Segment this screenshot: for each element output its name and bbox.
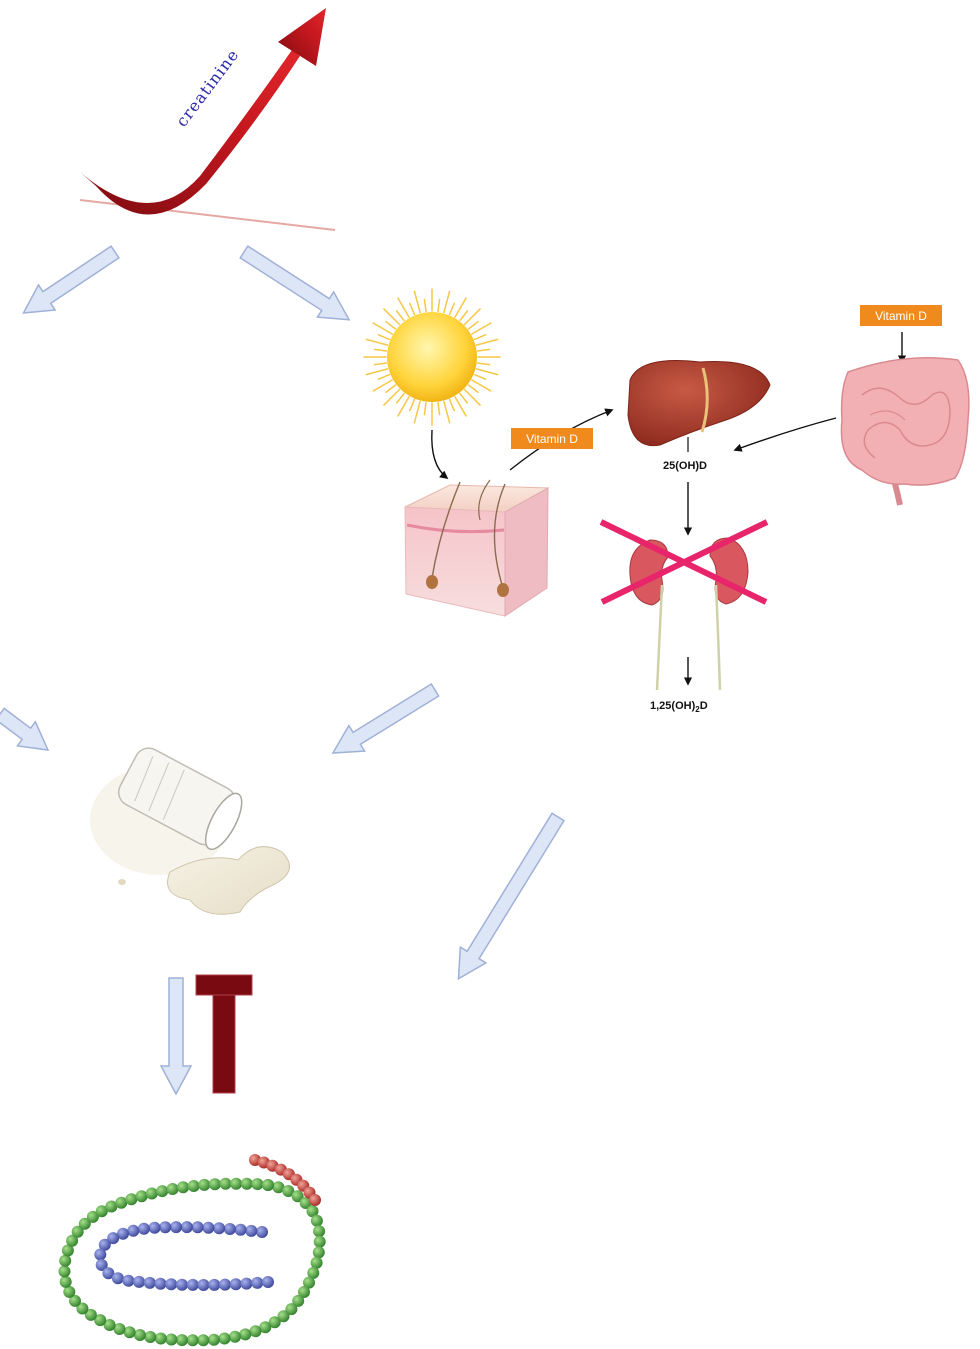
protein-bead bbox=[219, 1279, 231, 1291]
protein-bead bbox=[241, 1178, 253, 1190]
protein-bead bbox=[165, 1334, 177, 1346]
protein-bead bbox=[314, 1236, 326, 1248]
protein-chain-icon bbox=[59, 1154, 326, 1346]
creatinine-label: creatinine bbox=[172, 45, 243, 130]
flow-arrow-vitd-to-milk bbox=[325, 677, 443, 766]
protein-bead bbox=[202, 1222, 214, 1234]
protein-bead bbox=[309, 1194, 321, 1206]
protein-bead bbox=[198, 1179, 210, 1191]
protein-bead bbox=[136, 1190, 148, 1202]
protein-bead bbox=[241, 1278, 253, 1290]
protein-bead bbox=[159, 1221, 171, 1233]
protein-bead bbox=[59, 1265, 71, 1277]
protein-bead bbox=[220, 1178, 232, 1190]
protein-bead bbox=[170, 1221, 182, 1233]
metabolite-125oh2d: 1,25(OH)2D bbox=[650, 700, 708, 714]
protein-bead bbox=[155, 1278, 167, 1290]
protein-bead bbox=[251, 1178, 263, 1190]
protein-bead bbox=[198, 1279, 210, 1291]
protein-bead bbox=[176, 1279, 188, 1291]
protein-bead bbox=[188, 1180, 200, 1192]
protein-bead bbox=[122, 1275, 134, 1287]
flow-arrow-left-to-milk bbox=[0, 702, 57, 762]
flow-arrow-to-lower-right bbox=[446, 809, 571, 987]
protein-bead bbox=[213, 1222, 225, 1234]
svg-text:Vitamin D: Vitamin D bbox=[875, 309, 927, 323]
flow-arrow-to-right bbox=[236, 239, 357, 332]
intestine-icon bbox=[841, 358, 968, 505]
protein-bead bbox=[127, 1225, 139, 1237]
protein-bead bbox=[219, 1333, 231, 1345]
protein-bead bbox=[208, 1279, 220, 1291]
protein-bead bbox=[60, 1276, 72, 1288]
protein-bead bbox=[156, 1185, 168, 1197]
protein-bead bbox=[187, 1334, 199, 1346]
protein-bead bbox=[181, 1221, 193, 1233]
protein-bead bbox=[144, 1277, 156, 1289]
protein-bead bbox=[187, 1279, 199, 1291]
protein-bead bbox=[230, 1278, 242, 1290]
metabolite-25ohd: 25(OH)D bbox=[663, 460, 707, 472]
protein-bead bbox=[245, 1225, 257, 1237]
protein-bead bbox=[133, 1276, 145, 1288]
protein-bead bbox=[230, 1178, 242, 1190]
sun-icon bbox=[364, 289, 500, 425]
protein-bead bbox=[176, 1334, 188, 1346]
sun-to-skin-arrow bbox=[432, 430, 447, 478]
protein-bead bbox=[134, 1329, 146, 1341]
protein-bead bbox=[313, 1246, 325, 1258]
protein-bead bbox=[251, 1277, 263, 1289]
protein-bead bbox=[313, 1225, 325, 1237]
protein-bead bbox=[209, 1178, 221, 1190]
protein-bead bbox=[149, 1222, 161, 1234]
protein-bead bbox=[144, 1331, 156, 1343]
protein-bead bbox=[138, 1223, 150, 1235]
protein-bead bbox=[262, 1179, 274, 1191]
protein-bead bbox=[125, 1193, 137, 1205]
protein-bead bbox=[229, 1331, 241, 1343]
protein-bead bbox=[239, 1328, 251, 1340]
protein-bead bbox=[192, 1221, 204, 1233]
protein-bead bbox=[262, 1276, 274, 1288]
protein-bead bbox=[311, 1215, 323, 1227]
skin-icon bbox=[405, 480, 548, 616]
protein-bead bbox=[165, 1278, 177, 1290]
protein-bead bbox=[59, 1255, 71, 1267]
protein-bead bbox=[155, 1333, 167, 1345]
protein-bead bbox=[235, 1224, 247, 1236]
svg-text:Vitamin D: Vitamin D bbox=[526, 432, 578, 446]
protein-bead bbox=[112, 1272, 124, 1284]
protein-bead bbox=[146, 1188, 158, 1200]
protein-bead bbox=[224, 1223, 236, 1235]
protein-bead bbox=[167, 1183, 179, 1195]
vitamin-d-badge-gut: Vitamin D bbox=[860, 305, 942, 326]
flow-arrow-down-to-protein bbox=[161, 978, 191, 1094]
spilled-milk-glass-icon bbox=[90, 743, 290, 914]
vitamin-d-badge-skin: Vitamin D bbox=[511, 428, 593, 449]
flow-arrow-to-left bbox=[15, 240, 123, 326]
protein-bead bbox=[94, 1249, 106, 1261]
inhibition-symbol-icon bbox=[196, 975, 252, 1093]
gut-to-liver-arrow bbox=[735, 418, 836, 450]
rising-arrow-icon bbox=[80, 8, 335, 230]
protein-bead bbox=[197, 1334, 209, 1346]
liver-icon bbox=[628, 360, 770, 445]
protein-bead bbox=[208, 1334, 220, 1346]
protein-bead bbox=[177, 1181, 189, 1193]
protein-bead bbox=[256, 1226, 268, 1238]
protein-bead bbox=[250, 1325, 262, 1337]
